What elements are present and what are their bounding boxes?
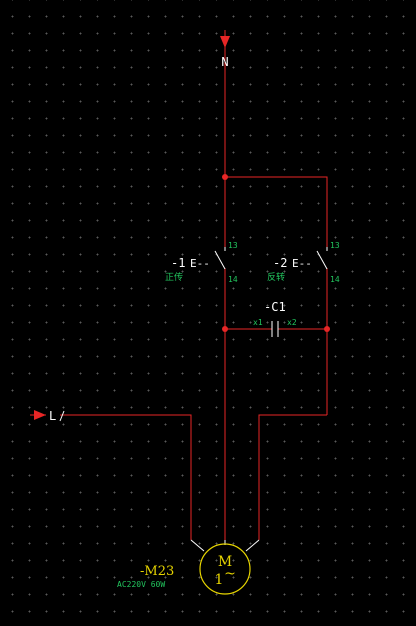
junction-top [222, 174, 228, 180]
neutral-label: N [221, 55, 228, 69]
motor-rating: AC220V 60W [117, 580, 165, 589]
switch-1-contact-top: 13 [228, 241, 238, 250]
switch-1-symbol: E-- [190, 257, 210, 270]
switch-1-caption: 正传 [165, 271, 183, 283]
motor-symbol-tilde: ~ [224, 566, 236, 582]
switch-2-symbol: E-- [292, 257, 312, 270]
switch-1-contact-bottom: 14 [228, 275, 238, 284]
neutral-terminal[interactable]: N [220, 30, 230, 69]
switch-1-contact-icon [214, 250, 226, 270]
line-terminal[interactable]: L [30, 409, 65, 423]
switch-2-contact-icon [316, 250, 328, 270]
motor-lead-left-icon [190, 539, 205, 552]
capacitor-pin2: x2 [287, 318, 297, 327]
motor-tag: -M23 [140, 564, 174, 579]
capacitor-pin1: x1 [253, 318, 263, 327]
motor-circle-icon [199, 543, 251, 595]
junction-cap-left [222, 326, 228, 332]
motor-lead-right-icon [245, 539, 260, 552]
switch-1[interactable]: -1 E-- 正传 13 14 [165, 241, 238, 284]
wire-branch-right[interactable] [225, 176, 328, 247]
switch-2-tag: -2 [273, 256, 287, 270]
wire-to-motor-right[interactable] [258, 414, 327, 540]
motor-symbol-phase: 1 [215, 572, 224, 588]
switch-2[interactable]: -2 E-- 反转 13 14 [267, 241, 340, 284]
switch-2-contact-top: 13 [330, 241, 340, 250]
motor-m23[interactable]: M 1 ~ -M23 AC220V 60W [117, 539, 260, 595]
capacitor-tag: -C1 [264, 300, 286, 314]
capacitor-c1[interactable]: -C1 x1 x2 [253, 300, 297, 337]
line-label: L [49, 409, 56, 423]
wire-line-L[interactable] [60, 414, 192, 540]
switch-2-contact-bottom: 14 [330, 275, 340, 284]
motor-symbol-top: M [218, 554, 232, 570]
switch-2-caption: 反转 [267, 271, 285, 283]
switch-1-tag: -1 [171, 256, 185, 270]
line-tick-icon [59, 410, 65, 422]
wires [60, 48, 328, 540]
junction-cap-right [324, 326, 330, 332]
